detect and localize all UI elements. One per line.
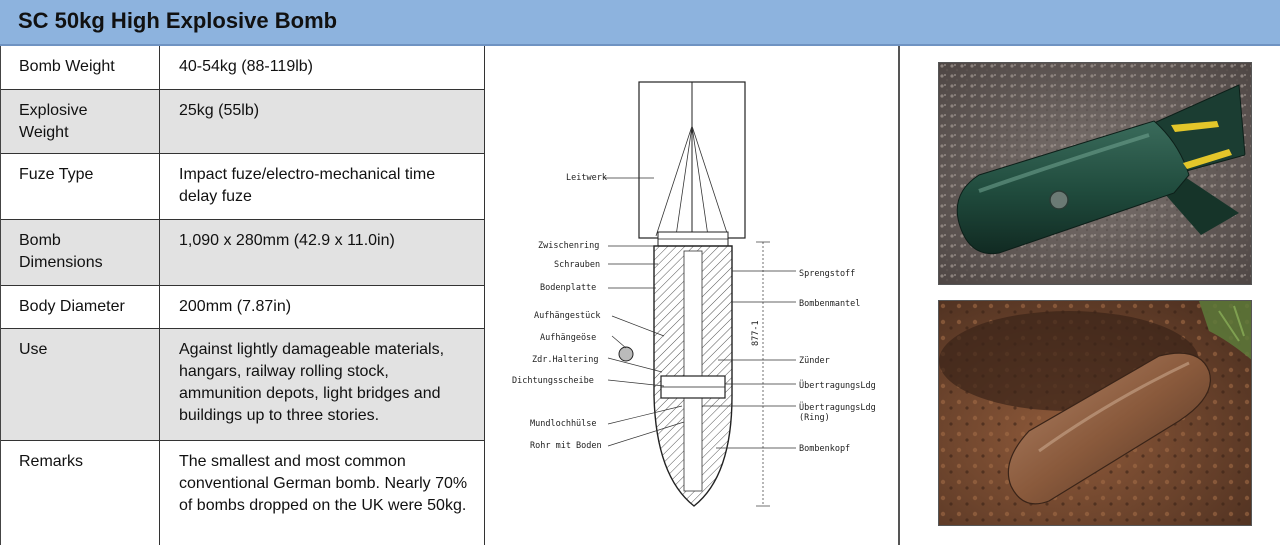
- label-ubertragungsldg-ring: ÜbertragungsLdg: [799, 402, 876, 413]
- row-value: 1,090 x 280mm (42.9 x 11.0in): [179, 232, 395, 249]
- page-title: SC 50kg High Explosive Bomb: [18, 8, 338, 33]
- label-bombenkopf: Bombenkopf: [799, 444, 850, 454]
- row-label: Bomb Weight: [1, 46, 160, 89]
- row-value: Against lightly damageable materials, ha…: [179, 341, 445, 424]
- rusted-bomb-in-soil-icon: [938, 300, 1252, 526]
- bomb-photo-on-gravel-icon: [938, 62, 1252, 285]
- table-row-bomb-weight: Bomb Weight 40-54kg (88-119lb): [1, 46, 485, 90]
- specifications-table: Bomb Weight 40-54kg (88-119lb) Explosive…: [0, 46, 485, 545]
- row-value: Impact fuze/electro-mechanical time dela…: [179, 166, 436, 205]
- label-ring: (Ring): [799, 413, 830, 423]
- label-zunder: Zünder: [799, 356, 830, 366]
- label-aufhangeose: Aufhängeöse: [540, 333, 596, 343]
- table-row-use: Use Against lightly damageable materials…: [1, 329, 485, 441]
- table-row-fuze-type: Fuze Type Impact fuze/electro-mechanical…: [1, 154, 485, 220]
- title-bar: SC 50kg High Explosive Bomb: [0, 0, 1280, 46]
- label-zdr-haltering: Zdr.Haltering: [532, 355, 599, 365]
- bomb-cross-section-diagram: 877-1 Leitwerk Zwischenring Schrauben: [486, 46, 898, 545]
- right-leader-lines: [702, 270, 796, 449]
- row-label: Bomb Dimensions: [1, 220, 160, 285]
- table-divider: [484, 46, 485, 545]
- row-value: 25kg (55lb): [179, 102, 260, 119]
- left-leader-lines: [604, 177, 685, 447]
- panel-divider: [898, 46, 900, 545]
- row-label: Body Diameter: [1, 286, 160, 328]
- label-bodenplatte: Bodenplatte: [540, 283, 596, 293]
- row-value: 40-54kg (88-119lb): [179, 58, 314, 75]
- label-zwischenring: Zwischenring: [538, 241, 599, 251]
- central-tube: [683, 250, 703, 492]
- row-value: 200mm (7.87in): [179, 298, 292, 315]
- row-label: Explosive Weight: [1, 90, 160, 153]
- label-dichtungsscheibe: Dichtungsscheibe: [512, 376, 594, 386]
- suspension-lug: [618, 346, 634, 362]
- label-bombenmantel: Bombenmantel: [799, 299, 860, 309]
- fin-struts: [655, 125, 729, 237]
- table-row-body-diameter: Body Diameter 200mm (7.87in): [1, 286, 485, 329]
- dimension-label: 877-1: [751, 320, 761, 346]
- table-row-remarks: Remarks The smallest and most common con…: [1, 441, 485, 545]
- row-label: Fuze Type: [1, 154, 160, 219]
- table-row-bomb-dimensions: Bomb Dimensions 1,090 x 280mm (42.9 x 11…: [1, 220, 485, 286]
- label-schrauben: Schrauben: [554, 260, 600, 270]
- label-leitwerk: Leitwerk: [566, 173, 607, 183]
- label-ubertragungsldg: ÜbertragungsLdg: [799, 380, 876, 391]
- label-rohr-mit-boden: Rohr mit Boden: [530, 441, 602, 451]
- table-row-explosive-weight: Explosive Weight 25kg (55lb): [1, 90, 485, 154]
- label-sprengstoff: Sprengstoff: [799, 269, 855, 279]
- diagram-svg: 877-1 Leitwerk Zwischenring Schrauben: [512, 81, 876, 507]
- row-value: The smallest and most common conventiona…: [179, 453, 468, 514]
- row-label: Remarks: [1, 441, 160, 545]
- label-aufhangestuck: Aufhängestück: [534, 311, 601, 321]
- label-mundlochhulse: Mundlochhülse: [530, 419, 597, 429]
- row-label: Use: [1, 329, 160, 440]
